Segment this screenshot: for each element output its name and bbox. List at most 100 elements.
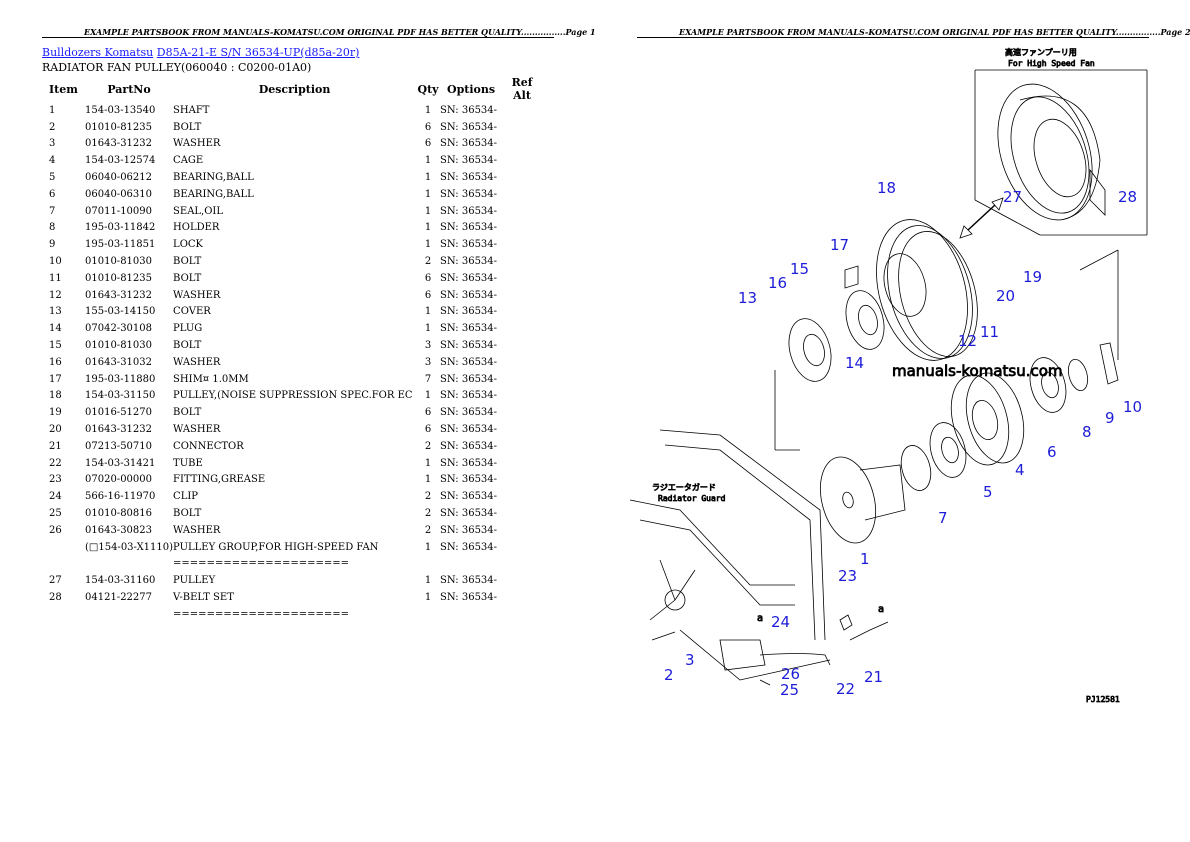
grease-tube xyxy=(651,614,889,686)
cell-description: PULLEY,(NOISE SUPPRESSION SPEC.FOR EC xyxy=(173,390,413,402)
cell-options: SN: 36534- xyxy=(440,188,498,200)
cell-options: SN: 36534- xyxy=(440,440,498,452)
cell-qty xyxy=(416,606,440,623)
table-row: (□154-03-X1110)PULLEY GROUP,FOR HIGH-SPE… xyxy=(42,539,542,556)
table-header-row: Item PartNo Description Qty Options Ref … xyxy=(42,76,542,102)
cell-qty: 1 xyxy=(424,155,432,167)
cell-partno: 04121-22277 xyxy=(85,592,153,603)
cell-description: BOLT xyxy=(173,272,202,284)
cell-partno: 01643-31232 xyxy=(85,138,153,150)
cell-description: SHAFT xyxy=(173,104,210,116)
jp-guard-label: ラジエータガード xyxy=(652,482,716,492)
cell-qty: 6 xyxy=(424,138,432,150)
cell-refalt xyxy=(502,169,542,186)
drawing-code: PJ12581 xyxy=(1086,695,1120,704)
cell-item: 19 xyxy=(49,407,62,419)
cell-item: 2 xyxy=(49,121,56,133)
breadcrumb-link-model[interactable]: D85A-21-E S/N 36534-UP(d85a-20r) xyxy=(156,46,360,59)
breadcrumb-link-brand[interactable]: Bulldozers Komatsu xyxy=(42,46,154,59)
callout-26: 26 xyxy=(781,665,800,683)
cell-qty: 1 xyxy=(424,390,432,402)
cell-description: WASHER xyxy=(173,356,221,368)
cell-options xyxy=(440,556,502,573)
cell-description: BOLT xyxy=(173,256,202,268)
cell-description: WASHER xyxy=(173,424,221,436)
cell-options: SN: 36534- xyxy=(440,407,498,419)
table-row: ===================== xyxy=(42,606,542,623)
cell-refalt xyxy=(502,472,542,489)
cell-description: ===================== xyxy=(173,608,350,620)
cell-description: BOLT xyxy=(173,508,202,520)
cell-qty: 1 xyxy=(424,222,432,234)
cell-qty: 1 xyxy=(424,104,432,116)
cell-refalt xyxy=(502,102,542,119)
cell-item: 11 xyxy=(49,272,62,284)
cell-item: 1 xyxy=(49,104,56,116)
cell-refalt xyxy=(502,270,542,287)
cell-refalt xyxy=(502,220,542,237)
cell-item: 24 xyxy=(49,491,62,503)
cell-options: SN: 36534- xyxy=(440,508,498,520)
breadcrumb: Bulldozers Komatsu D85A-21-E S/N 36534-U… xyxy=(42,46,359,59)
cell-partno: 06040-06212 xyxy=(85,172,153,184)
cell-qty: 1 xyxy=(424,323,432,335)
cell-item: 27 xyxy=(49,575,62,587)
cell-item xyxy=(42,539,85,556)
cell-partno: 155-03-14150 xyxy=(85,306,156,318)
cell-options: SN: 36534- xyxy=(440,222,498,234)
cell-partno: 154-03-12574 xyxy=(85,155,156,167)
cell-refalt xyxy=(502,320,542,337)
cell-item xyxy=(42,606,85,623)
cell-partno: 01010-81235 xyxy=(85,272,153,284)
cell-refalt xyxy=(502,438,542,455)
cell-refalt xyxy=(502,539,542,556)
col-partno: PartNo xyxy=(107,82,151,96)
callout-22: 22 xyxy=(836,680,855,698)
cell-item: 4 xyxy=(49,155,56,167)
callout-6: 6 xyxy=(1047,443,1057,461)
callout-7: 7 xyxy=(938,509,948,527)
callout-14: 14 xyxy=(845,354,864,372)
cell-description: COVER xyxy=(173,306,211,318)
callout-5: 5 xyxy=(983,483,993,501)
col-qty: Qty xyxy=(417,82,439,96)
cell-options: SN: 36534- xyxy=(440,121,498,133)
cell-options: SN: 36534- xyxy=(440,575,498,587)
cell-partno: 07020-00000 xyxy=(85,474,153,486)
cell-item: 20 xyxy=(49,424,62,436)
cell-partno xyxy=(85,556,173,573)
cell-description: WASHER xyxy=(173,524,221,536)
cell-options: SN: 36534- xyxy=(440,592,498,603)
col-options: Options xyxy=(447,82,496,96)
cell-description: BOLT xyxy=(173,407,202,419)
cell-item: 21 xyxy=(49,440,62,452)
cell-refalt xyxy=(502,304,542,321)
cell-partno: 01010-81235 xyxy=(85,121,153,133)
cage-4 xyxy=(900,342,1119,491)
cell-partno: 566-16-11970 xyxy=(85,491,156,503)
cell-item: 14 xyxy=(49,323,62,335)
cell-partno: 07042-30108 xyxy=(85,323,153,335)
cell-refalt xyxy=(502,556,542,573)
cell-qty: 1 xyxy=(424,205,432,217)
cell-item xyxy=(42,556,85,573)
cell-refalt xyxy=(502,572,542,589)
cell-options: SN: 36534- xyxy=(440,424,498,436)
cell-description: V-BELT SET xyxy=(173,592,234,603)
cell-refalt xyxy=(502,505,542,522)
cell-qty: 1 xyxy=(424,172,432,184)
cell-options: SN: 36534- xyxy=(440,390,498,402)
shaft-1 xyxy=(820,456,906,544)
cell-options: SN: 36534- xyxy=(440,155,498,167)
cell-options: SN: 36534- xyxy=(440,289,498,301)
cell-options: SN: 36534- xyxy=(440,541,498,553)
cell-refalt xyxy=(502,152,542,169)
cell-description: WASHER xyxy=(173,289,221,301)
callout-16: 16 xyxy=(768,274,787,292)
cell-item: 3 xyxy=(49,138,56,150)
cell-partno: 154-03-31150 xyxy=(85,390,156,402)
direction-arrow xyxy=(959,197,1004,239)
